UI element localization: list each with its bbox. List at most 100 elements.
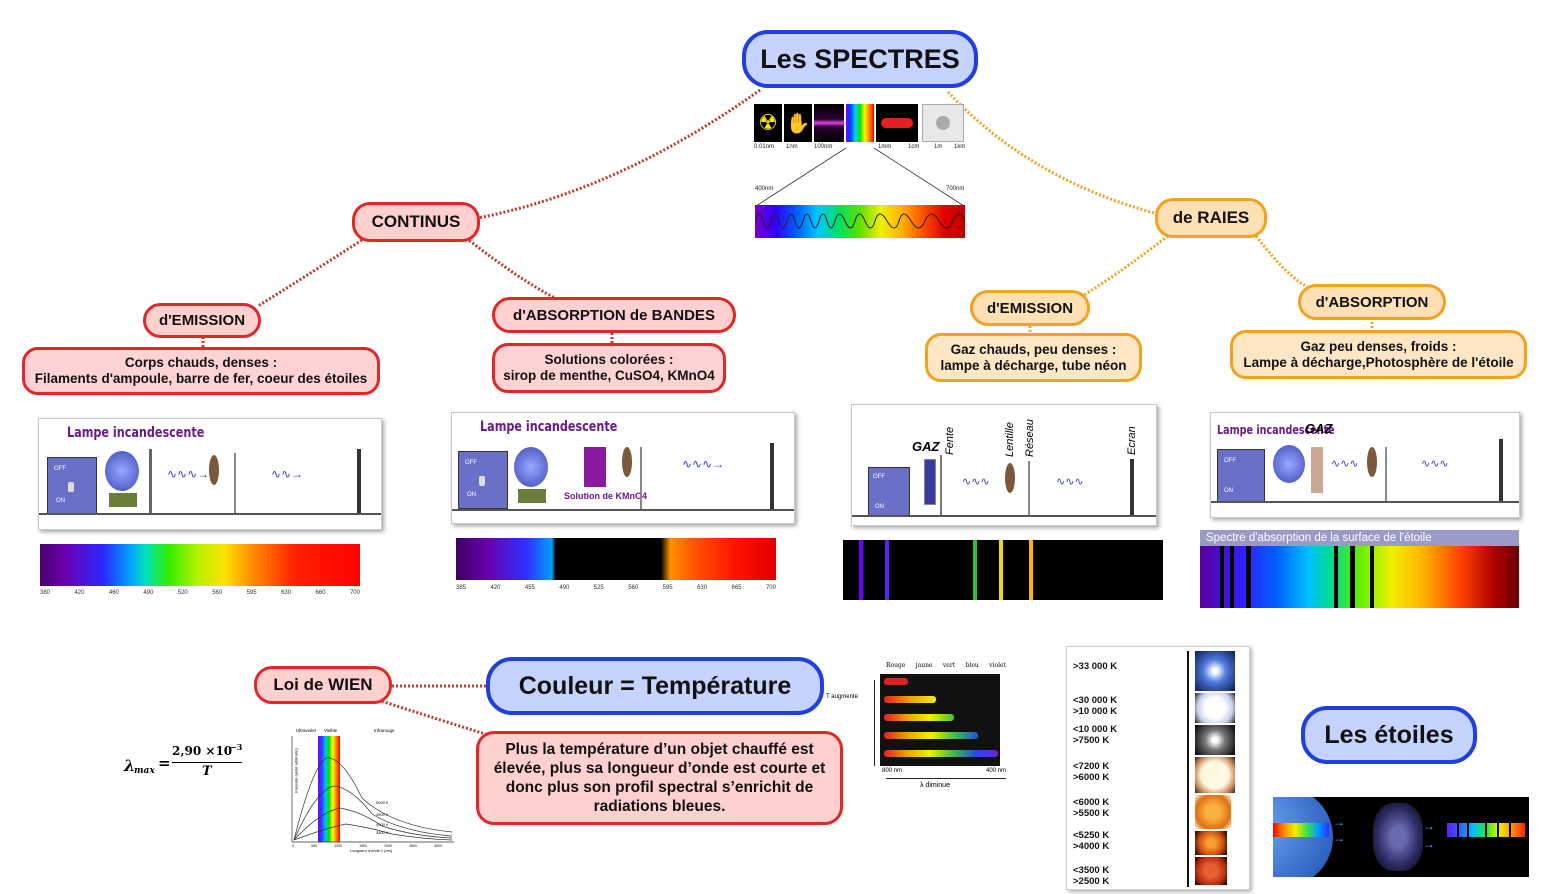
radioactive-icon: ☢ xyxy=(754,104,782,142)
continuous-spectrum xyxy=(40,544,360,586)
tick: 595 xyxy=(662,585,673,591)
em-scale-labels: 0.01nm 1nm 100nm 1mm 1cm 1m 1km xyxy=(754,144,966,154)
star-yellowwhite-icon xyxy=(1195,757,1235,793)
off-label: OFF xyxy=(54,466,66,472)
plot-xlabel: Longueur d'onde λ (nm) xyxy=(350,848,393,853)
em-label: 1m xyxy=(934,144,943,150)
cuvette-icon xyxy=(584,447,606,487)
raies-emission-node: d'EMISSION xyxy=(970,290,1090,326)
uv-lamp-icon xyxy=(814,104,844,142)
continus-absorption-node: d'ABSORPTION de BANDES xyxy=(492,297,736,333)
temp-row: <5250 K>4000 K xyxy=(1073,830,1110,852)
gas-cell-icon xyxy=(1311,447,1323,493)
tick: 490 xyxy=(143,590,154,596)
tick: 700 xyxy=(349,590,360,596)
formula-lambda: λ xyxy=(124,756,136,775)
line-absorption-setup-figure: Lampe incandescente GAZ OFF ON ∿∿∿ ∿∿∿ xyxy=(1210,412,1520,518)
t-augmente-label: T augmente xyxy=(826,694,858,700)
on-label: ON xyxy=(1224,488,1233,494)
off-label: OFF xyxy=(465,460,477,466)
grating-stand xyxy=(640,447,642,509)
emission-setup-figure: Lampe incandescente OFF ON ∿∿∿→ ∿∿→ xyxy=(38,418,382,530)
em-label: 1mm xyxy=(878,144,892,150)
xtick: 2500 xyxy=(409,844,417,848)
power-box: OFF ON xyxy=(1217,449,1265,503)
line-emission-spectrum xyxy=(843,540,1163,600)
color-name: violet xyxy=(989,662,1006,669)
plot-xticks: 0 500 1000 1500 2000 2500 3000 xyxy=(292,844,442,848)
lens-icon xyxy=(622,447,632,477)
prism-spectrum-icon xyxy=(846,104,874,142)
bulb-icon xyxy=(105,451,139,491)
radio-icon xyxy=(922,104,964,142)
star-red-icon xyxy=(1195,857,1227,885)
reseau-label: Réseau xyxy=(1024,419,1036,457)
gaz-label: GAZ xyxy=(1305,421,1333,436)
xtick: 0 xyxy=(292,844,294,848)
tick: 460 xyxy=(108,590,119,596)
left-nm-label: 800 nm xyxy=(882,768,903,774)
curve-label: 5000 K xyxy=(376,800,389,805)
color-name: bleu xyxy=(965,662,979,669)
temp-row: <10 000 K>7500 K xyxy=(1073,724,1118,746)
lentille-label: Lentille xyxy=(1004,422,1016,457)
tick: 520 xyxy=(177,590,188,596)
line-raies-emission xyxy=(1081,234,1169,298)
band-absorption-spectrum xyxy=(456,538,776,580)
star-darkorange-icon xyxy=(1195,831,1227,855)
bulb-base xyxy=(109,493,137,507)
tick: 420 xyxy=(74,590,85,596)
screen-stand xyxy=(770,443,774,509)
screen-stand xyxy=(357,449,361,513)
wien-formula: λ max = 2,90 ×10 −3 T xyxy=(124,742,243,779)
solution-label: Solution de KMnO4 xyxy=(564,491,647,501)
on-label: ON xyxy=(467,492,476,498)
formula-denominator: T xyxy=(202,764,212,779)
bulb-icon xyxy=(1273,445,1305,483)
raies-abs-line1: Gaz peu denses, froids : xyxy=(1300,338,1457,354)
lens-icon xyxy=(1005,463,1015,493)
etoiles-node: Les étoiles xyxy=(1301,706,1477,764)
line-emission-setup-figure: OFF ON GAZ Fente ∿∿∿ Lentille Réseau ∿∿∿… xyxy=(851,404,1157,526)
wave-icon: ∿∿∿→ xyxy=(682,457,725,471)
tick: 630 xyxy=(697,585,708,591)
raies-absorption-box: Gaz peu denses, froids : Lampe à décharg… xyxy=(1230,330,1527,379)
grating-stand xyxy=(234,453,236,513)
star-white-icon xyxy=(1195,693,1235,723)
curve-label: 4000 K xyxy=(376,822,389,827)
visible-band xyxy=(318,736,340,842)
visible-wave-spectrum xyxy=(755,205,965,238)
emission-ticks: 380 420 460 490 520 560 595 630 660 700 xyxy=(40,590,360,596)
raies-absorption-node: d'ABSORPTION xyxy=(1298,284,1446,320)
continus-node: CONTINUS xyxy=(352,202,480,242)
lamp-title: Lampe incandescente xyxy=(67,425,205,441)
color-names: Rouge jaune vert bleu violet xyxy=(886,662,1006,669)
temp-row: >33 000 K xyxy=(1073,661,1118,672)
line-continus-absorption xyxy=(465,236,556,300)
wave-icon: ∿∿∿ xyxy=(1331,458,1359,470)
em-label: 1km xyxy=(954,144,966,150)
lamp-title: Lampe incandescente xyxy=(480,419,618,435)
tick: 490 xyxy=(559,585,570,591)
plot-ir-label: Infrarouge xyxy=(374,728,395,733)
raies-emission-box: Gaz chauds, peu denses : lampe à décharg… xyxy=(925,333,1142,382)
wave-icon: ∿∿∿ xyxy=(962,476,990,488)
curve-label: 3500 K xyxy=(376,830,389,835)
on-label: ON xyxy=(56,498,65,504)
zoom-lines xyxy=(755,147,965,207)
em-label: 100nm xyxy=(814,144,833,150)
color-name: jaune xyxy=(915,662,933,669)
curve-label: 4500 K xyxy=(376,812,389,817)
temp-row: <6000 K>5500 K xyxy=(1073,797,1110,819)
raies-abs-line2: Lampe à décharge,Photosphère de l'étoile xyxy=(1243,354,1514,370)
gas-tube-icon xyxy=(924,459,936,505)
infrared-icon xyxy=(876,104,918,142)
lens-icon xyxy=(1367,447,1377,477)
power-box: OFF ON xyxy=(868,467,910,517)
raies-em-line1: Gaz chauds, peu denses : xyxy=(950,341,1117,357)
line-title-raies xyxy=(946,90,1159,216)
bulb-icon xyxy=(514,447,548,487)
temp-row: <7200 K>6000 K xyxy=(1073,761,1110,783)
line-continus-emission xyxy=(257,238,363,308)
off-label: OFF xyxy=(873,474,885,480)
